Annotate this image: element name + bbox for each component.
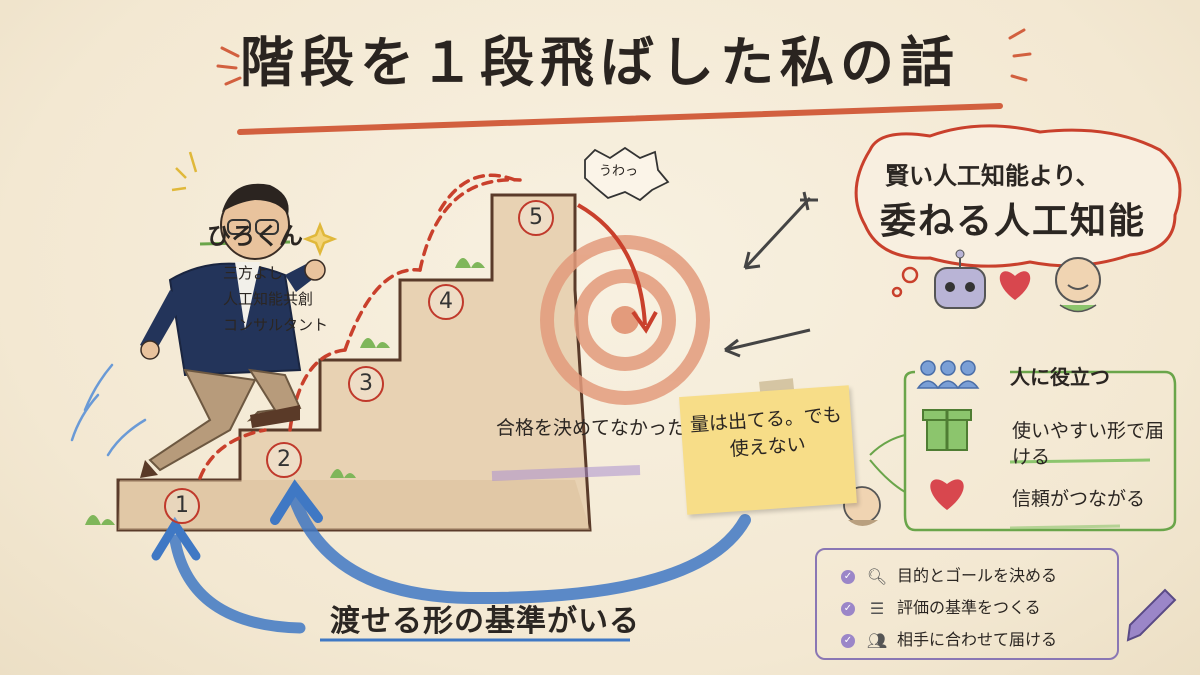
bubble-line-2: 委ねる人工知能 [880,201,1147,242]
robot-icon [934,249,986,309]
list-icon: ☰ [869,599,885,618]
target-center [611,306,639,334]
bridge-text: 渡せる形の基準がいる [330,604,640,639]
fall-arrow [577,203,647,326]
help-bracket [903,370,1177,532]
heart-icon [999,271,1031,300]
step-number: 2 [266,442,302,478]
plant-decor [85,258,485,525]
checklist-item: ✓ ☰ 評価の基準をつくる [841,594,1041,618]
magnifier-icon: 🔍︎ [866,567,888,586]
title-accents [216,28,1032,86]
sparkle-icons [171,151,338,257]
bubble-line-1: 賢い人工知能より、 [885,162,1100,190]
checklist-label: 評価の基準をつくる [897,598,1041,617]
help-title: 人に役立つ [1010,365,1110,389]
checklist-item: ✓ 🔍︎ 目的とゴールを決める [841,562,1057,586]
speed-lines [70,363,147,457]
check-icon: ✓ [841,569,855,584]
branch-arrows [869,434,906,493]
help-trust-text: 信頼がつながる [1012,488,1146,510]
title-underline [237,103,1003,135]
thought-bubble [854,124,1182,268]
step-number: 5 [518,200,554,236]
step-number: 3 [348,366,384,402]
gift-icon [922,409,972,451]
sticky-note-text: 量は出てる。でも使えない [689,403,843,461]
checklist: ✓ 🔍︎ 目的とゴールを決める ✓ ☰ 評価の基準をつくる ✓ 👥︎ 相手に合わせて届ける [815,548,1119,660]
trust-heart-icon [930,479,964,510]
person-name: ひろくん [207,222,303,250]
checklist-item: ✓ 👥︎ 相手に合わせて届ける [841,626,1057,650]
child-icon [1055,257,1101,313]
check-icon: ✓ [841,633,855,648]
people-icon: 👥︎ [866,631,888,650]
person-illustration [140,183,326,478]
bridge-arrow-2 [169,534,306,634]
goal-note-highlight [491,465,641,481]
target [540,235,710,405]
check-icon: ✓ [841,601,855,616]
exclamation-burst [584,146,670,202]
use-underline [1009,458,1151,464]
stair-shadow [118,480,590,530]
sticky-note: 量は出てる。でも使えない [679,385,857,515]
pen-icon [1126,588,1177,642]
staircase [116,193,592,532]
page-title: 階段を１段飛ばした私の話 [240,31,960,94]
bridge-arrow [289,494,751,605]
help-use-text: 使いやすい形で届ける [1012,420,1165,468]
exclamation-text: うわっ [599,164,639,179]
step-number: 4 [428,284,464,320]
step-number: 1 [164,488,200,524]
person-role-line: コンサルタント [223,316,329,334]
trust-underline [1009,524,1121,530]
people-group-icon [916,360,980,389]
goal-note: 合格を決めてなかった [496,417,687,439]
person-role-line: 人工知能共創 [223,290,314,308]
flying-arrows [724,191,818,358]
person-role-line: 三方よし [223,264,284,282]
checklist-label: 目的とゴールを決める [897,566,1058,585]
checklist-label: 相手に合わせて届ける [897,630,1058,649]
